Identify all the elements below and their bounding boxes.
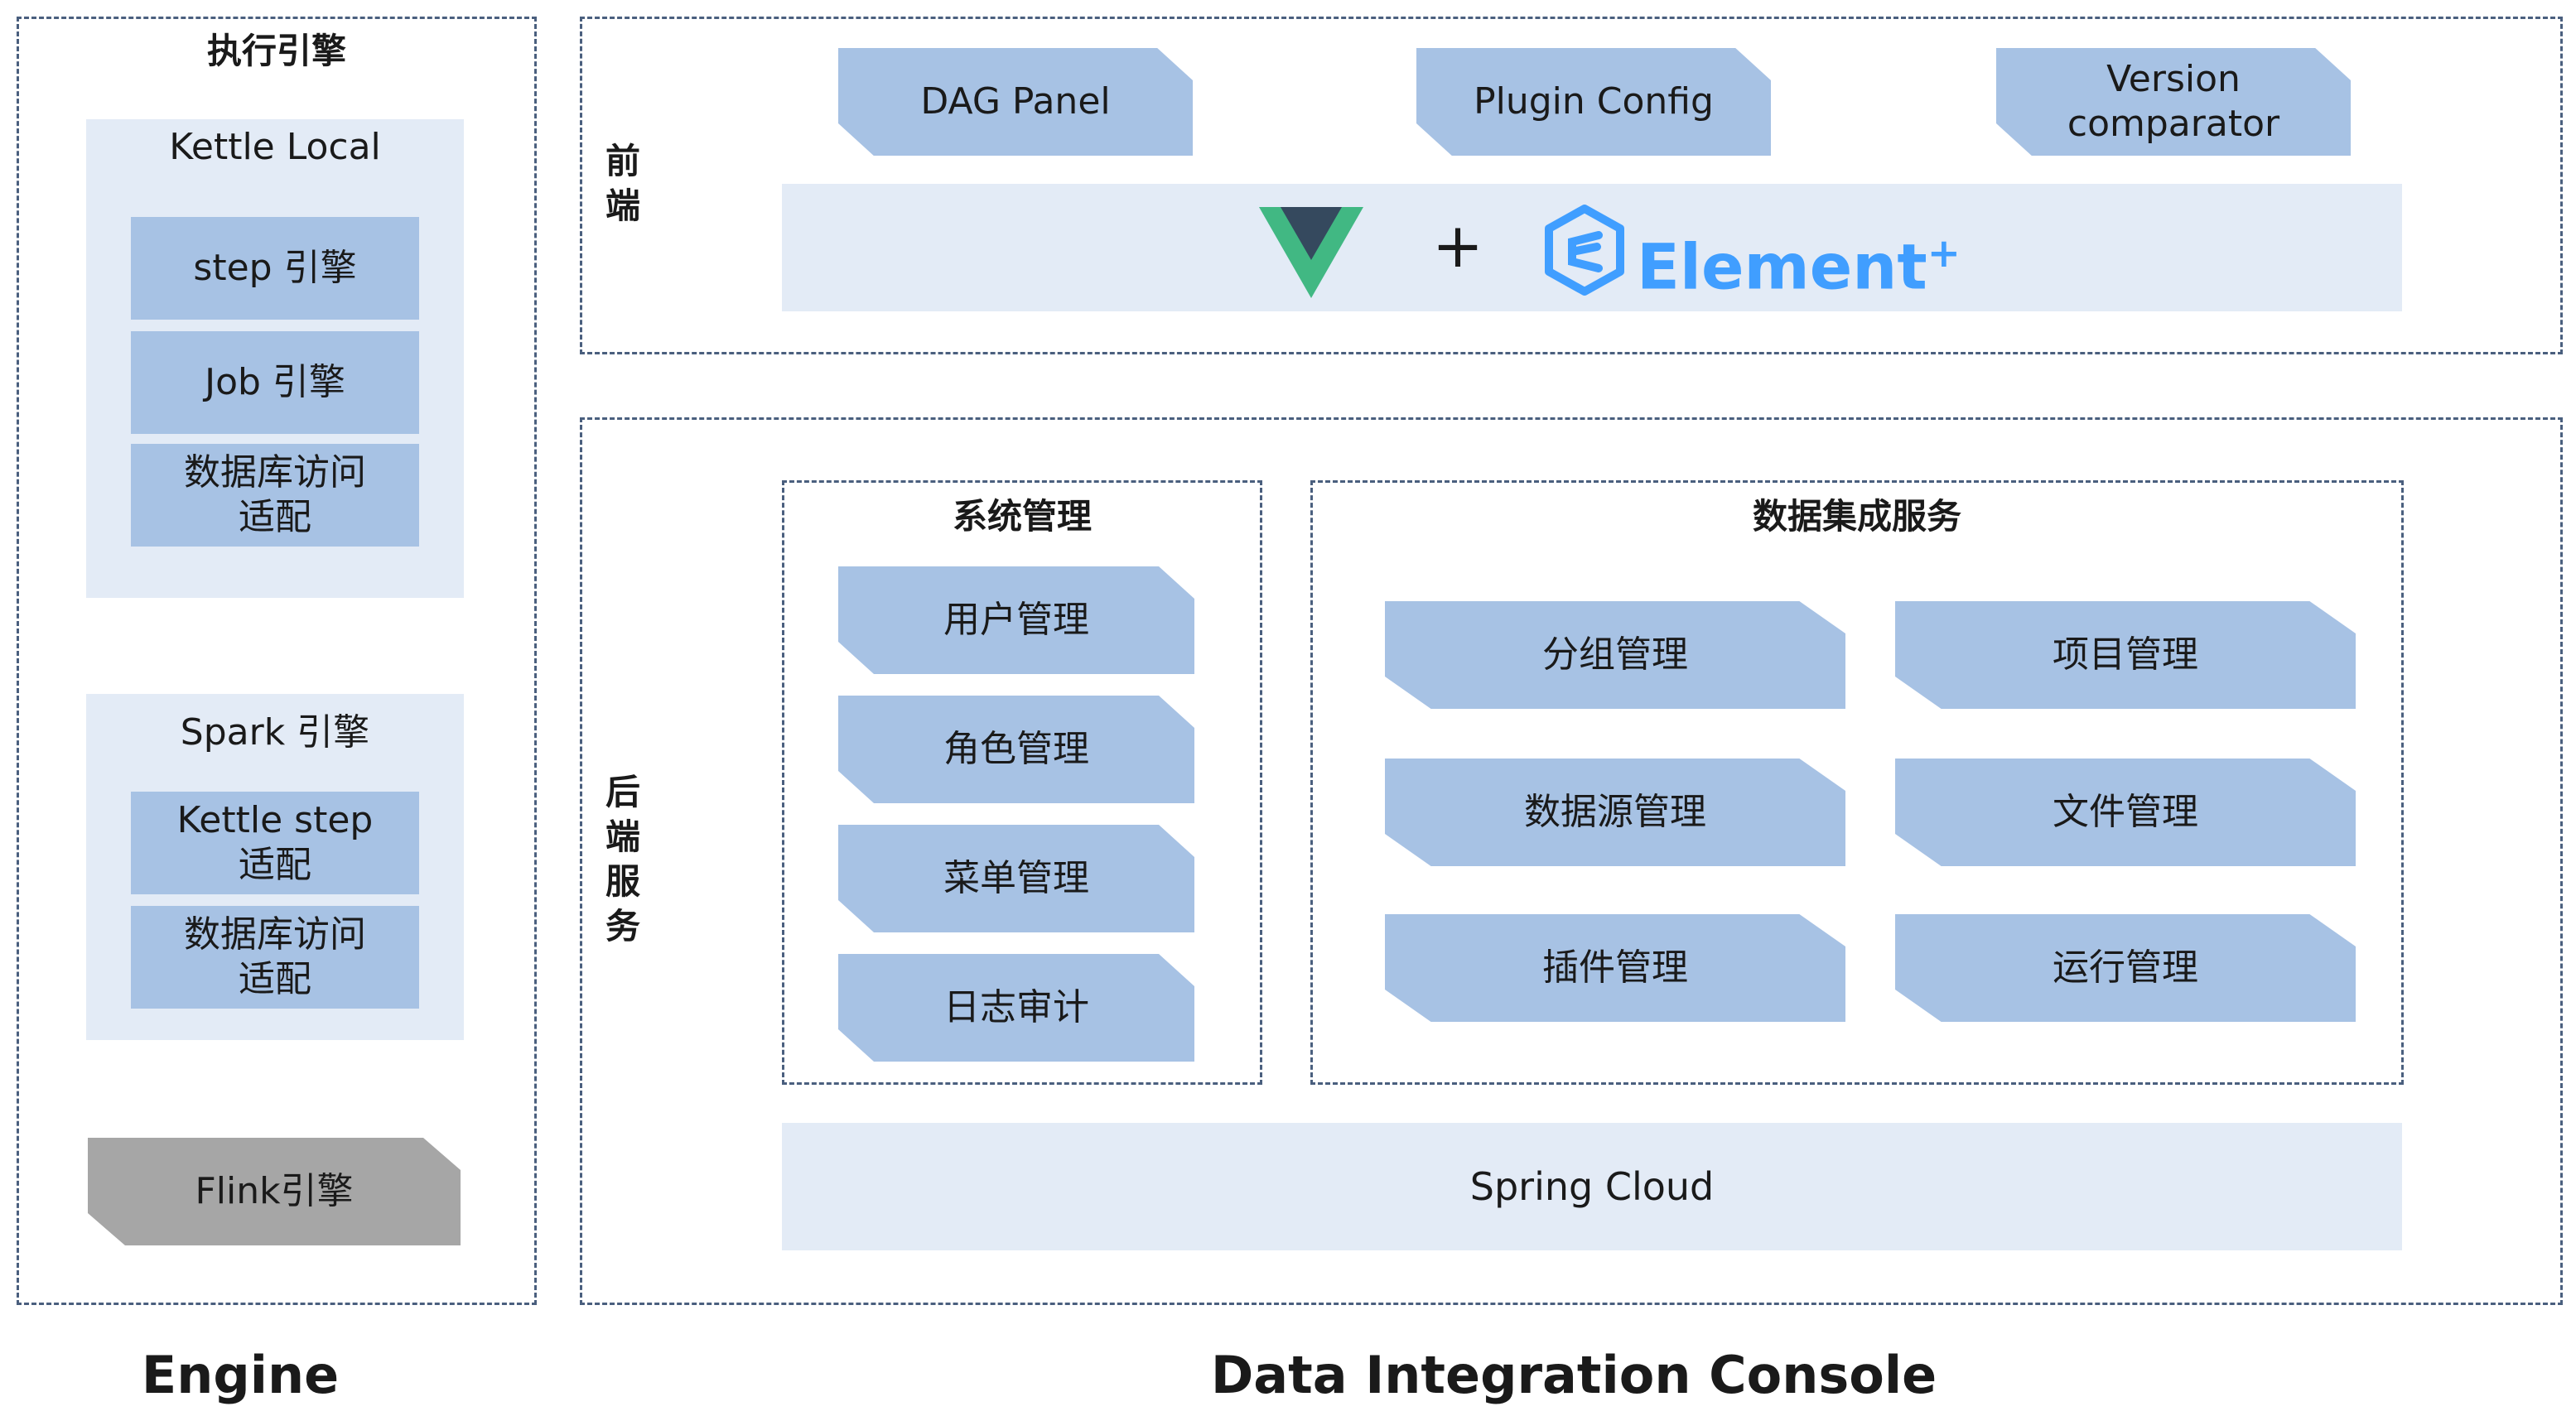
engine-caption: Engine bbox=[141, 1345, 340, 1405]
vue-logo-icon bbox=[1259, 207, 1363, 298]
log-audit: 日志审计 bbox=[838, 954, 1194, 1062]
spark-db-adapter: 数据库访问 适配 bbox=[131, 906, 419, 1009]
dag-panel: DAG Panel bbox=[838, 48, 1193, 156]
frontend-label: 前 端 bbox=[605, 141, 640, 226]
file-management: 文件管理 bbox=[1895, 759, 2356, 866]
run-management: 运行管理 bbox=[1895, 914, 2356, 1022]
backend-label: 后 端 服 务 bbox=[605, 772, 640, 946]
kettle-local-title: Kettle Local bbox=[169, 126, 381, 168]
menu-management: 菜单管理 bbox=[838, 825, 1194, 932]
datasource-management: 数据源管理 bbox=[1385, 759, 1845, 866]
frontend-frame bbox=[580, 17, 2563, 354]
element-logo-sup: + bbox=[1927, 230, 1961, 277]
project-management: 项目管理 bbox=[1895, 601, 2356, 709]
engine-frame bbox=[17, 17, 537, 1305]
spark-title: Spark 引擎 bbox=[180, 711, 370, 754]
system-management-title: 系统管理 bbox=[952, 496, 1092, 537]
version-comparator: Version comparator bbox=[1996, 48, 2351, 156]
element-logo-word: Element bbox=[1637, 229, 1927, 304]
spring-cloud-label: Spring Cloud bbox=[1469, 1164, 1715, 1209]
user-management: 用户管理 bbox=[838, 566, 1194, 674]
system-management-frame bbox=[782, 480, 1262, 1085]
data-integration-title: 数据集成服务 bbox=[1752, 496, 1961, 537]
plugin-management: 插件管理 bbox=[1385, 914, 1845, 1022]
group-management: 分组管理 bbox=[1385, 601, 1845, 709]
vue-logo-inner bbox=[1281, 207, 1342, 260]
element-logo-icon bbox=[1545, 205, 1624, 296]
spark-kettle-step-adapter: Kettle step 适配 bbox=[131, 792, 419, 894]
plus-sign: + bbox=[1431, 210, 1483, 282]
console-caption: Data Integration Console bbox=[1210, 1345, 1937, 1405]
engine-title: 执行引擎 bbox=[206, 31, 346, 71]
kettle-job-engine: Job 引擎 bbox=[131, 331, 419, 434]
data-integration-frame bbox=[1310, 480, 2404, 1085]
spring-cloud-bar: Spring Cloud bbox=[782, 1123, 2402, 1250]
element-logo-text: Element+ bbox=[1637, 212, 1961, 303]
role-management: 角色管理 bbox=[838, 696, 1194, 803]
flink-engine: Flink引擎 bbox=[88, 1138, 461, 1245]
plugin-config: Plugin Config bbox=[1416, 48, 1771, 156]
backend-frame bbox=[580, 417, 2563, 1305]
kettle-db-adapter: 数据库访问 适配 bbox=[131, 444, 419, 547]
kettle-step-engine: step 引擎 bbox=[131, 217, 419, 320]
